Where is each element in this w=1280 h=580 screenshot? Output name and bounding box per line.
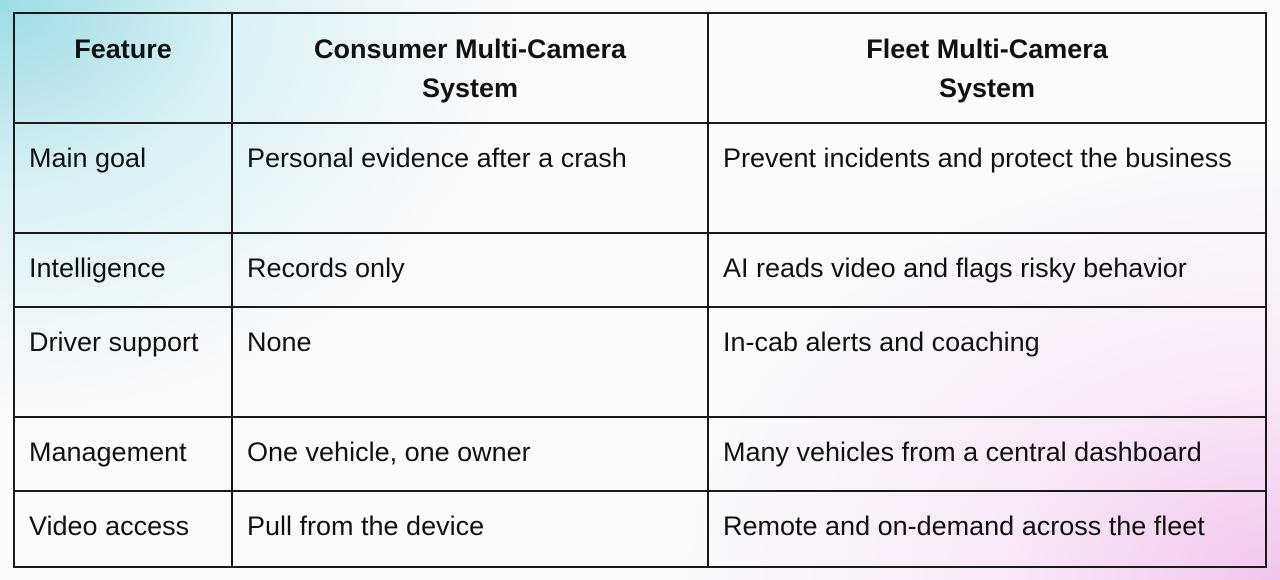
table-row: Management One vehicle, one owner Many v… bbox=[13, 416, 1267, 492]
cell-feature: Intelligence bbox=[13, 232, 233, 308]
comparison-table: Feature Consumer Multi-Camera System Fle… bbox=[13, 12, 1267, 568]
header-consumer-line1: Consumer Multi-Camera bbox=[313, 34, 627, 64]
table-header-row: Feature Consumer Multi-Camera System Fle… bbox=[13, 12, 1267, 124]
table-row: Main goal Personal evidence after a cras… bbox=[13, 122, 1267, 234]
header-consumer-system: Consumer Multi-Camera System bbox=[231, 12, 709, 124]
table-row: Driver support None In-cab alerts and co… bbox=[13, 306, 1267, 418]
cell-feature: Management bbox=[13, 416, 233, 492]
cell-consumer: Records only bbox=[231, 232, 709, 308]
table-row: Video access Pull from the device Remote… bbox=[13, 490, 1267, 568]
cell-fleet: AI reads video and flags risky behavior bbox=[707, 232, 1267, 308]
cell-feature: Main goal bbox=[13, 122, 233, 234]
table-row: Intelligence Records only AI reads video… bbox=[13, 232, 1267, 308]
cell-fleet: In-cab alerts and coaching bbox=[707, 306, 1267, 418]
header-feature: Feature bbox=[13, 12, 233, 124]
cell-feature: Video access bbox=[13, 490, 233, 568]
cell-consumer: Pull from the device bbox=[231, 490, 709, 568]
cell-consumer: One vehicle, one owner bbox=[231, 416, 709, 492]
header-consumer-line2: System bbox=[421, 73, 519, 103]
cell-consumer: None bbox=[231, 306, 709, 418]
header-fleet-line1: Fleet Multi-Camera bbox=[866, 34, 1108, 64]
cell-feature: Driver support bbox=[13, 306, 233, 418]
cell-fleet: Many vehicles from a central dashboard bbox=[707, 416, 1267, 492]
header-fleet-line2: System bbox=[938, 73, 1036, 103]
cell-fleet: Prevent incidents and protect the busine… bbox=[707, 122, 1267, 234]
cell-consumer: Personal evidence after a crash bbox=[231, 122, 709, 234]
cell-fleet: Remote and on-demand across the fleet bbox=[707, 490, 1267, 568]
header-feature-label: Feature bbox=[74, 34, 172, 64]
comparison-table-container: Feature Consumer Multi-Camera System Fle… bbox=[13, 12, 1267, 568]
header-fleet-system: Fleet Multi-Camera System bbox=[707, 12, 1267, 124]
